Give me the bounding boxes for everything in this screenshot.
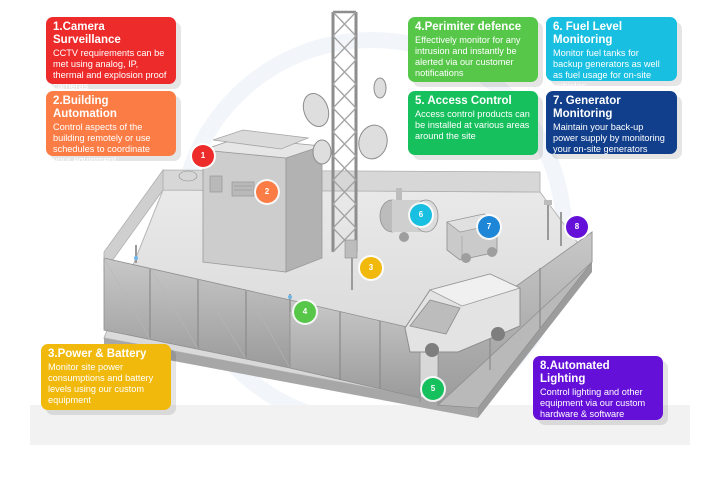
light-poles (134, 200, 562, 402)
card-power-battery-title: 3.Power & Battery (48, 348, 147, 360)
marker-4-perimeter: 4 (294, 301, 316, 323)
card-camera-surveillance: 1.Camera Surveillance CCTV requirements … (46, 17, 176, 91)
marker-3-power: 3 (360, 257, 382, 279)
card-automated-lighting-title: 8.Automated Lighting (540, 360, 610, 385)
card-power-battery: 3.Power & Battery Monitor site power con… (41, 344, 171, 410)
card-access-control-title: 5. Access Control (415, 95, 512, 107)
card-access-control-body: Access control products can be installed… (415, 109, 530, 141)
card-generator-monitoring-body: Maintain your back-up power supply by mo… (553, 122, 665, 154)
card-camera-surveillance-body: CCTV requirements can be met using analo… (53, 48, 167, 91)
marker-2-building: 2 (256, 181, 278, 203)
ground-slab-edge-right (478, 262, 592, 418)
card-access-control: 5. Access Control Access control product… (408, 91, 538, 155)
card-fuel-level-monitoring: 6. Fuel Level Monitoring Monitor fuel ta… (546, 17, 677, 91)
left-fence (103, 257, 291, 369)
card-building-automation-body: Control aspects of the building remotely… (53, 122, 151, 165)
marker-5-access: 5 (422, 378, 444, 400)
card-automated-lighting: 8.Automated Lighting Control lighting an… (533, 356, 663, 420)
card-perimeter-defence: 4.Perimiter defence Effectively monitor … (408, 17, 538, 82)
card-perimeter-defence-body: Effectively monitor for any intrusion an… (415, 35, 521, 78)
satellite-dishes (302, 77, 388, 165)
marker-1-camera: 1 (192, 145, 214, 167)
card-building-automation-title: 2.Building Automation (53, 95, 117, 120)
card-automated-lighting-body: Control lighting and other equipment via… (540, 387, 646, 419)
card-fuel-level-monitoring-title: 6. Fuel Level Monitoring (553, 21, 623, 46)
lattice-tower (331, 10, 358, 290)
card-power-battery-body: Monitor site power consumptions and batt… (48, 362, 154, 405)
card-generator-monitoring-title: 7. Generator Monitoring (553, 95, 621, 120)
marker-6-fuel: 6 (410, 204, 432, 226)
card-generator-monitoring: 7. Generator Monitoring Maintain your ba… (546, 91, 677, 154)
van (404, 273, 522, 357)
card-perimeter-defence-title: 4.Perimiter defence (415, 21, 522, 33)
marker-7-generator: 7 (478, 216, 500, 238)
card-building-automation: 2.Building Automation Control aspects of… (46, 91, 176, 165)
card-camera-surveillance-title: 1.Camera Surveillance (53, 21, 121, 46)
card-fuel-level-monitoring-body: Monitor fuel tanks for backup generators… (553, 48, 660, 91)
ground-slab-edge (104, 338, 478, 418)
marker-8-lighting: 8 (566, 216, 588, 238)
building (178, 129, 323, 273)
